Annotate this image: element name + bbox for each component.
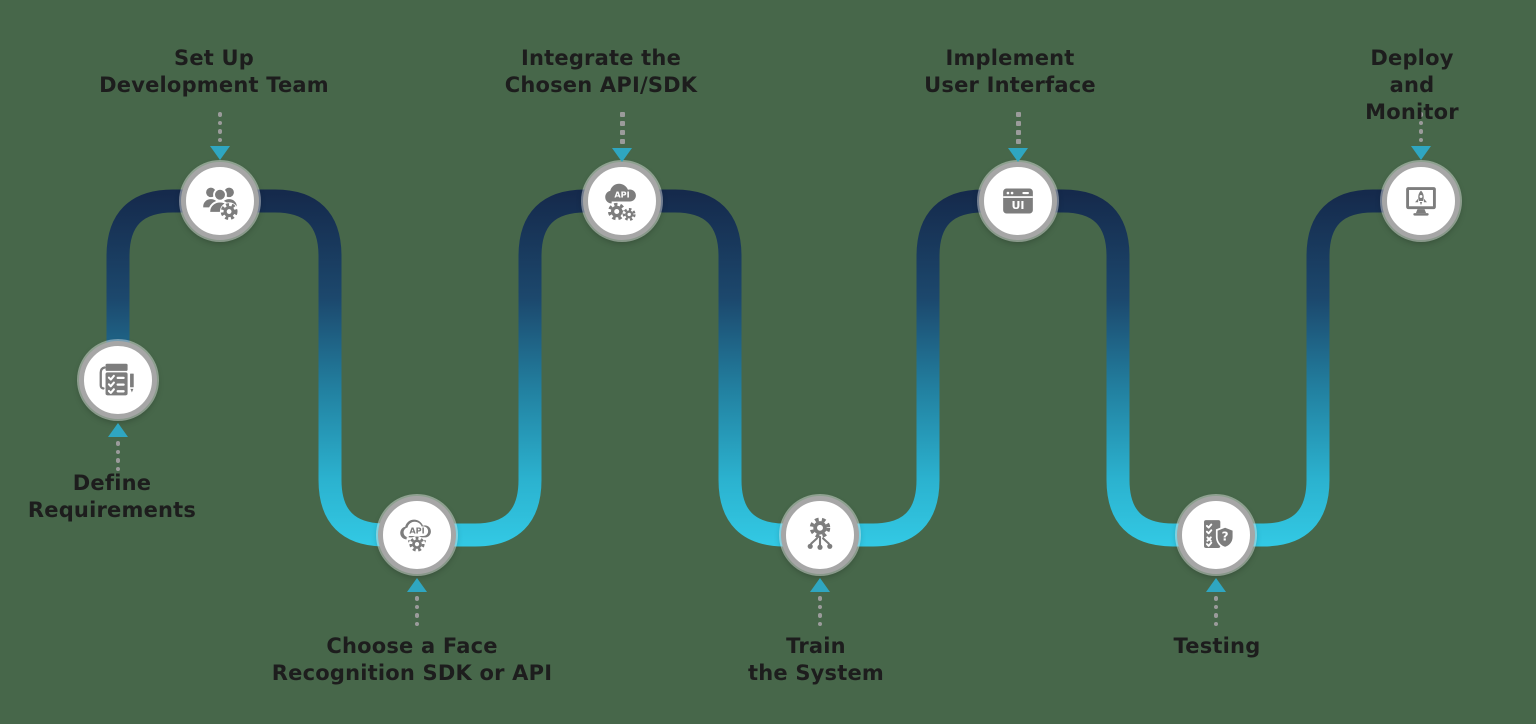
step-label-setup-team: Set Up Development Team [99, 46, 329, 97]
dot [115, 441, 121, 446]
dot [115, 466, 121, 471]
step-circle-choose-sdk: API [378, 496, 456, 574]
arrow-down-icon [210, 146, 230, 160]
step-label-integrate-api: Integrate the Chosen API/SDK [504, 46, 698, 97]
connector-testing [1206, 578, 1226, 626]
dot [1213, 613, 1219, 618]
gear-network-icon [807, 517, 833, 550]
dot [619, 130, 625, 135]
arrow-down-icon [612, 148, 632, 162]
ui-badge-text: UI [1011, 199, 1024, 212]
dot [1418, 137, 1424, 142]
dot [414, 604, 420, 609]
dot [619, 121, 625, 126]
step-circle-define-requirements [79, 341, 157, 419]
connector-choose-sdk [407, 578, 427, 626]
arrow-up-icon [108, 423, 128, 437]
question-badge-text: ? [1222, 529, 1229, 543]
step-circle-train-system [781, 496, 859, 574]
monitor-rocket-icon [1406, 187, 1436, 216]
ui-window-icon: UI [1003, 188, 1033, 214]
connector-train-system [810, 578, 830, 626]
step-circle-testing: ? [1177, 496, 1255, 574]
connector-integrate-api [612, 112, 632, 162]
step-label-implement-ui: Implement User Interface [924, 46, 1096, 97]
dot [115, 458, 121, 463]
dot [1213, 621, 1219, 626]
connector-implement-ui [1008, 112, 1028, 162]
dot [1015, 139, 1021, 144]
dot [1015, 112, 1021, 117]
dot [414, 613, 420, 618]
arrow-down-icon [1411, 146, 1431, 160]
dot [1015, 121, 1021, 126]
team-gear-icon [203, 187, 239, 221]
dot [817, 596, 823, 601]
dot [1213, 596, 1219, 601]
requirements-document-icon [99, 363, 136, 397]
dot [115, 449, 121, 454]
step-circle-setup-team [181, 162, 259, 240]
step-circle-deploy-monitor [1382, 162, 1460, 240]
dot [1418, 129, 1424, 134]
arrow-up-icon [1206, 578, 1226, 592]
api-integration-icon: API [605, 183, 636, 222]
step-label-deploy-monitor: Deploy and Monitor [1365, 46, 1459, 124]
dot [217, 112, 223, 117]
step-circle-integrate-api: API [583, 162, 661, 240]
step-label-train-system: Train the System [747, 634, 885, 685]
dot [1213, 604, 1219, 609]
step-label-choose-sdk: Choose a Face Recognition SDK or API [271, 634, 553, 685]
dot [1015, 130, 1021, 135]
connector-define-requirements [108, 423, 128, 471]
dot [817, 621, 823, 626]
process-path [106, 189, 1421, 547]
arrow-down-icon [1008, 148, 1028, 162]
api-badge-text: API [409, 526, 424, 536]
dot [414, 596, 420, 601]
dot [1418, 120, 1424, 125]
step-label-define-requirements: Define Requirements [27, 471, 197, 522]
dot [217, 129, 223, 134]
arrow-up-icon [407, 578, 427, 592]
dot [619, 139, 625, 144]
dot [817, 613, 823, 618]
checklist-shield-icon: ? [1204, 520, 1235, 549]
connector-deploy-monitor [1411, 112, 1431, 160]
step-circle-implement-ui: UI [979, 162, 1057, 240]
arrow-up-icon [810, 578, 830, 592]
connector-setup-team [210, 112, 230, 160]
dot [217, 137, 223, 142]
step-label-testing: Testing [1173, 634, 1261, 658]
dot [414, 621, 420, 626]
dot [217, 120, 223, 125]
dot [619, 112, 625, 117]
api-cloud-icon: API [400, 519, 431, 553]
dot [817, 604, 823, 609]
dot [1418, 112, 1424, 117]
api-badge-text: API [614, 190, 629, 200]
